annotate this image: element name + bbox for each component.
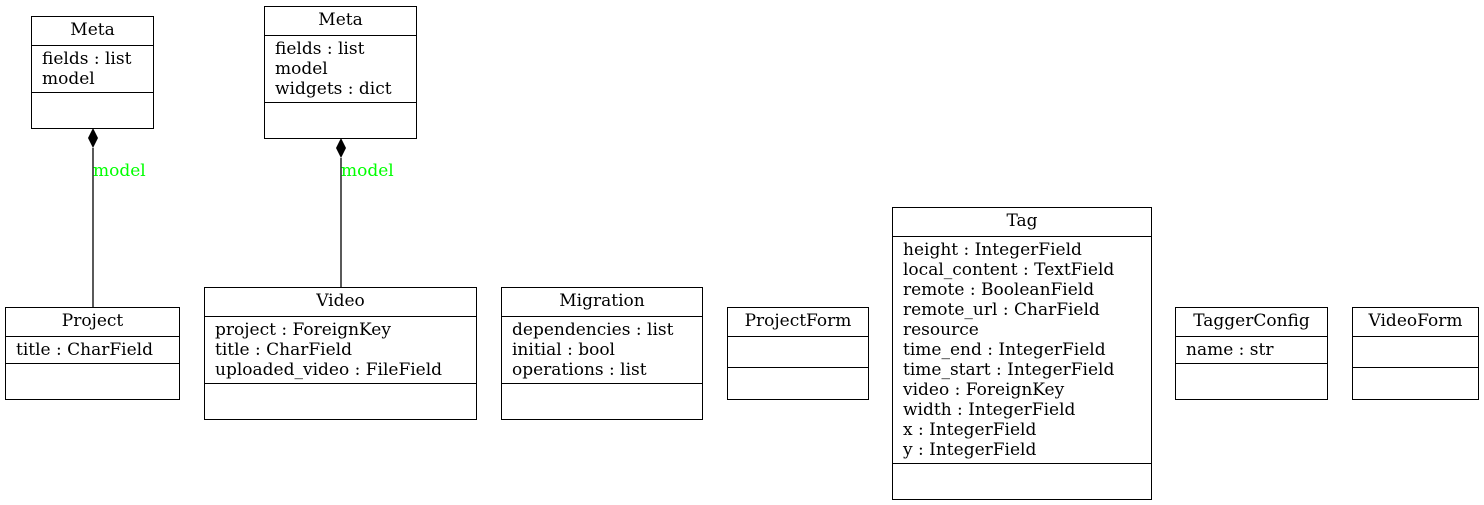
class-name: Video [205,288,476,317]
class-name: Meta [32,17,153,46]
operation-list [1176,364,1327,399]
attribute: remote_url : CharField [903,300,1100,320]
class-name: TaggerConfig [1176,308,1327,337]
operation-list [265,103,416,138]
class-name: Meta [265,7,416,36]
operation-list [893,464,1151,499]
class-name: VideoForm [1353,308,1478,337]
relation-label-project-meta: model [93,161,146,181]
class-videoform: VideoForm [1352,307,1479,400]
class-taggerconfig: TaggerConfig name : str [1175,307,1328,400]
attribute: uploaded_video : FileField [215,360,443,380]
attribute: time_end : IntegerField [903,340,1106,360]
attribute: fields : list [275,39,365,59]
attribute-list: title : CharField [6,337,179,364]
attribute: title : CharField [215,340,352,360]
attribute: widgets : dict [275,79,392,99]
attribute: project : ForeignKey [215,320,391,340]
attribute: video : ForeignKey [903,380,1065,400]
operation-list [6,364,179,399]
attribute-list: fields : list model [32,46,153,93]
class-meta-project: Meta fields : list model [31,16,154,129]
attribute: model [42,69,95,89]
attribute: dependencies : list [512,320,674,340]
attribute-list: fields : list model widgets : dict [265,36,416,103]
operation-list [32,93,153,128]
attribute: remote : BooleanField [903,280,1095,300]
class-project: Project title : CharField [5,307,180,400]
class-meta-video: Meta fields : list model widgets : dict [264,6,417,139]
attribute: operations : list [512,360,647,380]
operation-list [1353,368,1478,399]
attribute: name : str [1186,340,1274,360]
operation-list [728,368,868,399]
class-projectform: ProjectForm [727,307,869,400]
class-name: Project [6,308,179,337]
attribute-list: height : IntegerField local_content : Te… [893,237,1151,464]
class-migration: Migration dependencies : list initial : … [501,287,703,420]
attribute: width : IntegerField [903,400,1076,420]
attribute: x : IntegerField [903,420,1037,440]
attribute-list [728,337,868,368]
attribute-list: name : str [1176,337,1327,364]
attribute: time_start : IntegerField [903,360,1115,380]
attribute: height : IntegerField [903,240,1082,260]
attribute-list: project : ForeignKey title : CharField u… [205,317,476,384]
attribute-list: dependencies : list initial : bool opera… [502,317,702,384]
attribute: fields : list [42,49,132,69]
attribute: resource [903,320,979,340]
class-name: Tag [893,208,1151,237]
attribute: y : IntegerField [903,440,1037,460]
operation-list [502,384,702,419]
class-name: ProjectForm [728,308,868,337]
composition-diamond-project-meta [88,128,98,148]
composition-diamond-video-meta [336,138,346,158]
attribute: title : CharField [16,340,153,360]
attribute-list [1353,337,1478,368]
class-tag: Tag height : IntegerField local_content … [892,207,1152,500]
class-video: Video project : ForeignKey title : CharF… [204,287,477,420]
attribute: local_content : TextField [903,260,1115,280]
class-name: Migration [502,288,702,317]
attribute: initial : bool [512,340,615,360]
relation-label-video-meta: model [341,161,394,181]
attribute: model [275,59,328,79]
operation-list [205,384,476,419]
